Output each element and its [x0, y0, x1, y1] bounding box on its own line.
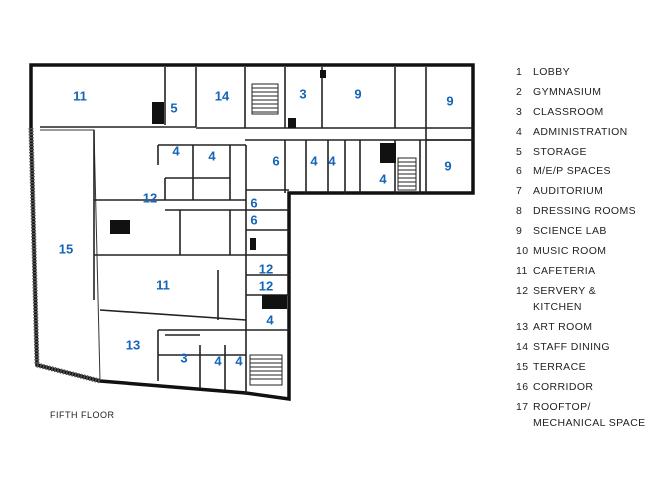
legend-item: 15 TERRACE [516, 359, 646, 376]
legend-label: ROOFTOP/ MECHANICAL SPACE [533, 400, 646, 430]
room-label: 4 [328, 153, 336, 168]
floor-plan: 11 5 14 3 9 9 9 4 4 6 4 4 4 12 6 6 15 12… [28, 63, 475, 402]
legend-number: 17 [516, 400, 529, 413]
legend-label: MUSIC ROOM [533, 245, 607, 258]
room-label: 4 [266, 312, 274, 327]
legend-item: 1 LOBBY [516, 64, 646, 81]
room-label: 9 [444, 158, 451, 173]
room-label: 12 [259, 278, 273, 293]
legend-label: DRESSING ROOMS [533, 205, 637, 218]
legend-item: 9 SCIENCE LAB [516, 223, 646, 240]
legend-number: 13 [516, 321, 529, 334]
room-label: 9 [446, 93, 453, 108]
legend-label: STORAGE [533, 145, 587, 158]
legend-number: 16 [516, 380, 529, 393]
room-label: 11 [156, 277, 170, 292]
legend-number: 9 [516, 225, 523, 238]
legend-label: TERRACE [533, 360, 586, 373]
room-label: 11 [73, 88, 87, 103]
legend-label: M/E/P SPACES [533, 165, 611, 178]
legend-item: 3 CLASSROOM [516, 104, 646, 121]
legend-label: GYMNASIUM [533, 85, 602, 98]
legend-number: 1 [516, 66, 523, 78]
legend-item: 12 SERVERY & KITCHEN [516, 283, 646, 316]
legend-label: STAFF DINING [533, 341, 610, 354]
legend-label: SERVERY & KITCHEN [533, 284, 597, 314]
room-label: 4 [235, 353, 243, 368]
legend-number: 11 [516, 264, 528, 277]
room-label: 5 [170, 100, 177, 115]
room-label: 4 [310, 153, 318, 168]
legend-item: 4 ADMINISTRATION [516, 124, 646, 141]
legend-item: 8 DRESSING ROOMS [516, 203, 646, 220]
legend-item: 6 M/E/P SPACES [516, 163, 646, 180]
legend-number: 5 [516, 145, 523, 158]
legend-number: 12 [516, 284, 529, 297]
legend-number: 10 [516, 245, 529, 258]
stairs-south [249, 354, 283, 386]
interior-walls [40, 67, 473, 395]
shafts [110, 70, 396, 309]
legend-item: 11 CAFETERIA [516, 263, 646, 280]
legend-label: CAFETERIA [533, 264, 596, 277]
room-labels: 11 5 14 3 9 9 9 4 4 6 4 4 4 12 6 6 15 12… [59, 86, 454, 368]
room-label: 4 [214, 353, 222, 368]
room-label: 15 [59, 241, 73, 256]
room-label: 4 [208, 148, 216, 163]
room-label: 4 [172, 143, 180, 158]
legend-label: CLASSROOM [533, 105, 604, 118]
legend-label: LOBBY [533, 66, 571, 78]
legend-item: 14 STAFF DINING [516, 339, 646, 356]
legend-label: ADMINISTRATION [533, 125, 628, 138]
legend-number: 6 [516, 165, 523, 178]
room-label: 12 [143, 190, 157, 205]
legend-item: 10 MUSIC ROOM [516, 243, 646, 260]
room-label: 9 [354, 86, 361, 101]
legend-item: 16 CORRIDOR [516, 379, 646, 396]
floor-label: FIFTH FLOOR [50, 410, 115, 420]
room-label: 6 [250, 212, 257, 227]
room-label: 3 [299, 86, 306, 101]
legend-item: 13 ART ROOM [516, 319, 646, 336]
legend-item: 7 AUDITORIUM [516, 183, 646, 200]
exterior-walls [29, 63, 475, 402]
legend-number: 3 [516, 105, 523, 118]
stairs-north [251, 83, 279, 115]
legend-number: 8 [516, 205, 523, 218]
room-label: 13 [126, 337, 140, 352]
legend-label: AUDITORIUM [533, 185, 604, 198]
legend-number: 15 [516, 360, 529, 373]
room-label: 3 [180, 350, 187, 365]
room-label: 4 [379, 171, 387, 186]
legend-item: 2 GYMNASIUM [516, 84, 646, 101]
room-label: 12 [259, 261, 273, 276]
legend-item: 17 ROOFTOP/ MECHANICAL SPACE [516, 399, 646, 432]
room-label: 6 [250, 195, 257, 210]
room-legend: 1 LOBBY 2 GYMNASIUM 3 CLASSROOM 4 ADMINISTRA… [516, 64, 646, 435]
legend-label: ART ROOM [533, 321, 593, 334]
stairs-east [397, 157, 417, 191]
legend-number: 4 [516, 125, 523, 138]
legend-number: 2 [516, 85, 523, 98]
legend-label: SCIENCE LAB [533, 225, 607, 238]
legend-label: CORRIDOR [533, 380, 594, 393]
legend-item: 5 STORAGE [516, 144, 646, 161]
room-label: 6 [272, 153, 279, 168]
room-label: 14 [215, 88, 230, 103]
legend-number: 14 [516, 341, 529, 354]
legend-number: 7 [516, 185, 523, 198]
